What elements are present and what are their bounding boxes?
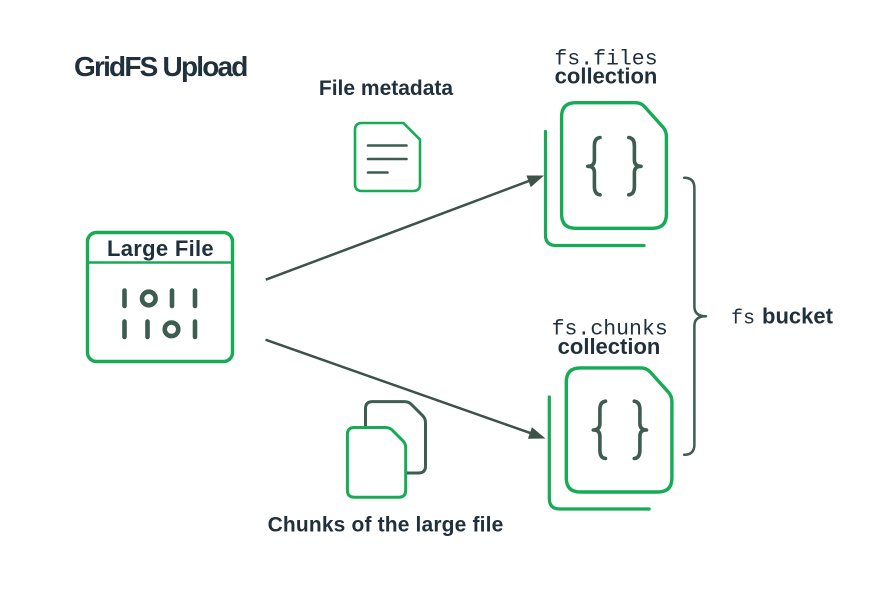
svg-text:GridFS Upload: GridFS Upload — [74, 51, 247, 82]
svg-text:File metadata: File metadata — [319, 77, 454, 100]
svg-text:bucket: bucket — [762, 304, 834, 329]
svg-text:Chunks of the large file: Chunks of the large file — [268, 514, 504, 537]
svg-text:fs: fs — [731, 308, 755, 331]
svg-text:collection: collection — [558, 334, 661, 359]
svg-text:collection: collection — [555, 64, 658, 89]
svg-text:fs.files: fs.files — [554, 48, 657, 72]
svg-text:fs.chunks: fs.chunks — [552, 318, 668, 342]
svg-text:Large File: Large File — [107, 236, 214, 261]
